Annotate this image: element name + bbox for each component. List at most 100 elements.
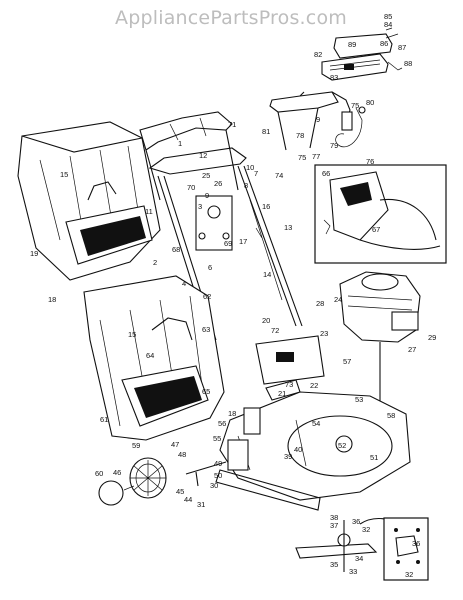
part-label: 18 bbox=[228, 409, 236, 418]
part-label: 9 bbox=[316, 115, 320, 124]
part-label: 1 bbox=[178, 139, 182, 148]
watermark-text: AppliancePartsPros.com bbox=[115, 7, 347, 29]
part-label: 77 bbox=[312, 152, 320, 161]
part-label: 25 bbox=[202, 171, 210, 180]
part-label: 24 bbox=[334, 295, 342, 304]
part-label: 76 bbox=[366, 157, 374, 166]
mower-deck bbox=[215, 391, 411, 511]
part-label: 51 bbox=[370, 453, 378, 462]
grass-bag-frame bbox=[83, 275, 225, 441]
grass-bag-upper bbox=[17, 121, 161, 281]
part-label: 47 bbox=[171, 440, 179, 449]
inset-detail-box bbox=[314, 164, 447, 264]
part-label: 75 bbox=[351, 101, 359, 110]
rear-flap bbox=[255, 335, 325, 401]
part-label: 11 bbox=[145, 207, 153, 216]
upper-handle-assembly bbox=[269, 91, 366, 151]
part-label: 60 bbox=[95, 469, 103, 478]
part-label: 26 bbox=[214, 179, 222, 188]
part-label: 31 bbox=[197, 500, 205, 509]
part-label: 32 bbox=[362, 525, 370, 534]
part-label: 48 bbox=[178, 450, 186, 459]
blade-assembly bbox=[295, 517, 429, 581]
part-label: 36 bbox=[412, 539, 420, 548]
part-label: 54 bbox=[312, 419, 320, 428]
part-label: 64 bbox=[146, 351, 154, 360]
engine bbox=[339, 271, 421, 420]
part-label: 35 bbox=[330, 560, 338, 569]
part-label: 81 bbox=[262, 127, 270, 136]
part-label: 57 bbox=[343, 357, 351, 366]
part-label: 6 bbox=[208, 263, 212, 272]
part-label: 78 bbox=[296, 131, 304, 140]
part-label: 82 bbox=[314, 50, 322, 59]
part-label: 40 bbox=[294, 445, 302, 454]
part-label: 61 bbox=[100, 415, 108, 424]
control-box-assembly bbox=[321, 27, 403, 81]
part-label: 30 bbox=[210, 481, 218, 490]
part-label: 4 bbox=[182, 279, 186, 288]
part-label: 75 bbox=[298, 153, 306, 162]
part-label: 79 bbox=[330, 141, 338, 150]
part-label: 59 bbox=[132, 441, 140, 450]
part-label: 2 bbox=[153, 258, 157, 267]
part-label: 52 bbox=[338, 441, 346, 450]
part-label: 70 bbox=[187, 183, 195, 192]
part-label: 28 bbox=[316, 299, 324, 308]
part-label: 89 bbox=[348, 40, 356, 49]
part-label: 36 bbox=[352, 517, 360, 526]
part-label: 34 bbox=[355, 554, 363, 563]
part-label: 55 bbox=[213, 434, 221, 443]
part-label: 7 bbox=[254, 169, 258, 178]
part-label: 8 bbox=[244, 181, 248, 190]
part-label: 87 bbox=[398, 43, 406, 52]
part-label: 65 bbox=[202, 387, 210, 396]
part-label: 9 bbox=[205, 191, 209, 200]
part-label: 72 bbox=[271, 326, 279, 335]
part-label: 83 bbox=[330, 73, 338, 82]
part-label: 16 bbox=[262, 202, 270, 211]
part-label: 50 bbox=[214, 471, 222, 480]
part-label: 53 bbox=[355, 395, 363, 404]
part-label: 13 bbox=[284, 223, 292, 232]
part-label: 33 bbox=[349, 567, 357, 576]
part-label: 3 bbox=[198, 202, 202, 211]
part-label: 88 bbox=[404, 59, 412, 68]
part-label: 86 bbox=[380, 39, 388, 48]
part-label: 46 bbox=[113, 468, 121, 477]
part-label: 80 bbox=[366, 98, 374, 107]
part-label: 44 bbox=[184, 495, 192, 504]
handle-upper-left bbox=[139, 111, 239, 201]
part-label: 74 bbox=[275, 171, 283, 180]
wheel bbox=[98, 457, 167, 506]
part-label: 18 bbox=[48, 295, 56, 304]
part-label: 84 bbox=[384, 20, 392, 29]
part-label: 56 bbox=[218, 419, 226, 428]
part-label: 17 bbox=[239, 237, 247, 246]
part-label: 10 bbox=[246, 163, 254, 172]
part-label: 22 bbox=[310, 381, 318, 390]
part-label: 49 bbox=[214, 459, 222, 468]
part-label: 19 bbox=[30, 249, 38, 258]
part-label: 39 bbox=[284, 452, 292, 461]
part-label: 45 bbox=[176, 487, 184, 496]
part-label: 58 bbox=[387, 411, 395, 420]
part-label: 73 bbox=[285, 380, 293, 389]
part-label: 23 bbox=[320, 329, 328, 338]
part-label: 27 bbox=[408, 345, 416, 354]
part-label: 37 bbox=[330, 521, 338, 530]
part-label: 38 bbox=[330, 513, 338, 522]
part-label: 12 bbox=[199, 151, 207, 160]
part-label: 67 bbox=[372, 225, 380, 234]
part-label: 71 bbox=[228, 120, 236, 129]
part-label: 69 bbox=[224, 239, 232, 248]
part-label: 29 bbox=[428, 333, 436, 342]
part-label: 85 bbox=[384, 12, 392, 21]
part-label: 63 bbox=[202, 325, 210, 334]
front-axle-assembly bbox=[185, 407, 261, 487]
part-label: 68 bbox=[172, 245, 180, 254]
part-label: 15 bbox=[128, 330, 136, 339]
part-labels: 84 85 82 89 86 87 83 88 71 81 9 75 80 78… bbox=[30, 12, 436, 579]
part-label: 62 bbox=[203, 292, 211, 301]
